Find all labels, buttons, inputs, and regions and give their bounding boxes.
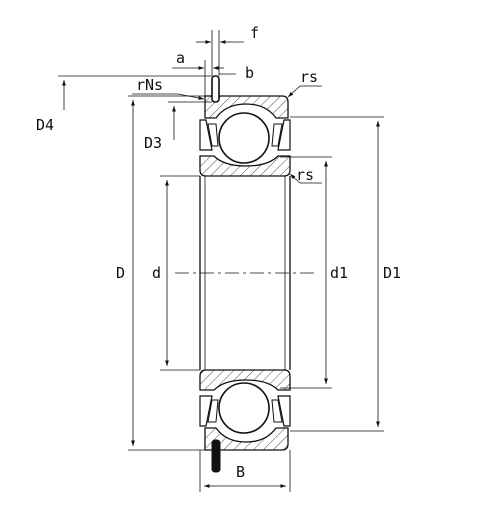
label-a: a [176,49,185,67]
dim-d [160,175,200,371]
outer-ring-top [204,95,289,119]
dim-d1 [280,156,332,389]
seal-right-bottom [277,395,291,427]
dim-D [128,95,205,451]
label-B: B [236,463,245,481]
dim-D3 [168,101,212,140]
outer-ring-bottom [204,427,289,451]
label-D4: D4 [36,116,54,134]
seal-left-bottom [199,395,213,427]
dim-rs-top [287,85,322,98]
seal-right-top [277,119,291,151]
label-rs-top: rs [300,68,318,86]
seal-left-top [199,119,213,151]
label-rNs: rNs [136,76,163,94]
label-D1: D1 [383,264,401,282]
dim-D1 [290,116,384,432]
label-f: f [250,24,259,42]
label-D3: D3 [144,134,162,152]
inner-ring-top [199,155,291,177]
dim-rs-mid [289,173,322,184]
dim-B [199,450,291,492]
label-rs-mid: rs [296,166,314,184]
label-d1: d1 [330,264,348,282]
ball-bottom [218,382,270,434]
label-d: d [152,264,161,282]
snap-ring-top [211,75,220,103]
dim-D4 [58,75,212,110]
bottom-half-section [199,369,291,473]
label-b: b [245,64,254,82]
ball-top [218,112,270,164]
dim-rNs [132,93,205,100]
snap-ring-bottom [211,439,221,473]
label-D: D [116,264,125,282]
inner-ring-bottom [199,369,291,391]
dim-top-widths [172,30,244,96]
top-half-section [199,75,291,177]
